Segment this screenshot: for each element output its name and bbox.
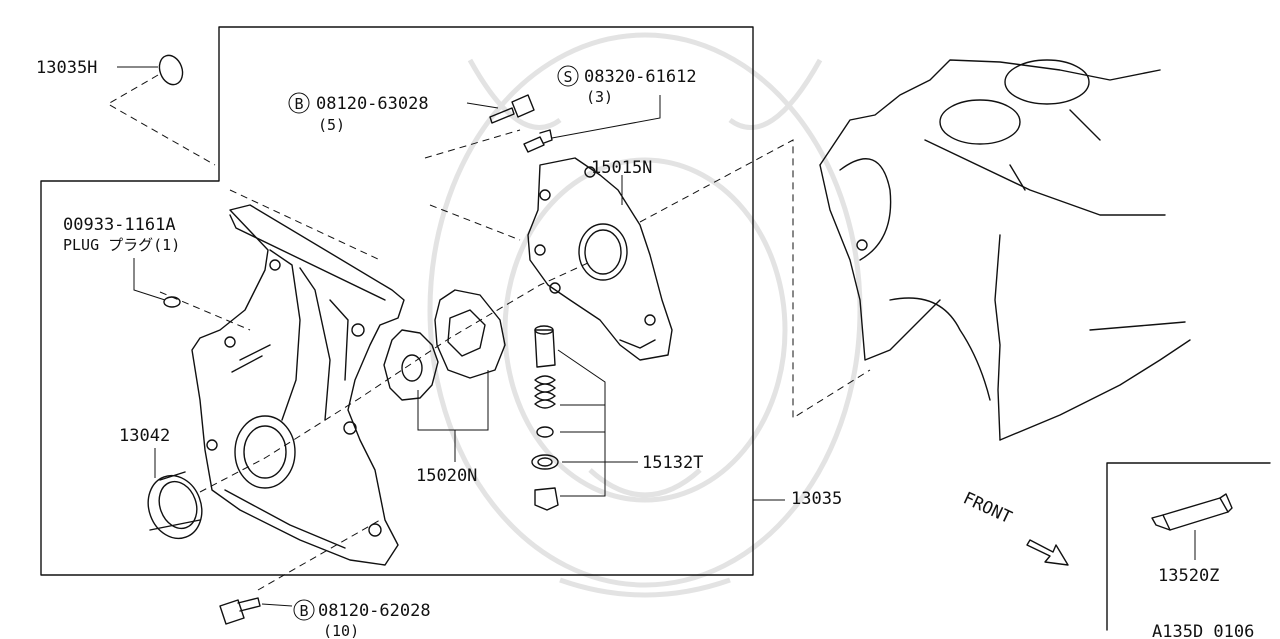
- seal-13035h-icon: [158, 54, 184, 86]
- label-plug: PLUG プラグ(1): [63, 236, 180, 254]
- label-08120-62028: 08120-62028: [318, 601, 431, 621]
- plug-00933-icon: [163, 296, 181, 308]
- label-00933-1161a: 00933-1161A: [63, 215, 176, 235]
- label-13035h: 13035H: [36, 58, 97, 78]
- liquid-gasket-13520z-icon: [1151, 493, 1233, 531]
- label-13042: 13042: [119, 426, 170, 446]
- screw-08320-61612-icon: [523, 129, 553, 153]
- bracket-15132t: [557, 349, 638, 497]
- label-08320-61612-qty: (3): [586, 88, 613, 106]
- screw-symbol-s-icon: S: [557, 65, 579, 87]
- leader-08120-63028: [466, 102, 499, 109]
- leader-08320-61612: [551, 95, 661, 139]
- inset-frame: [1106, 462, 1271, 631]
- assembly-dashed-lines: [106, 74, 871, 591]
- label-13035: 13035: [791, 489, 842, 509]
- pump-cover-15015n-icon: [527, 157, 673, 361]
- label-15015n: 15015N: [591, 158, 652, 178]
- bolt-08120-63028-icon: [489, 94, 535, 124]
- svg-text:B: B: [299, 602, 308, 620]
- bolt-symbol-b-icon: B: [288, 92, 310, 114]
- label-front: FRONT: [960, 488, 1015, 528]
- label-08120-63028-qty: (5): [318, 116, 345, 134]
- oil-seal-13042-icon: [147, 471, 203, 540]
- leader-08120-62028: [261, 603, 293, 607]
- label-13520z: 13520Z: [1158, 566, 1219, 586]
- leader-plug: [133, 258, 166, 301]
- front-arrow-icon: [1026, 539, 1069, 566]
- bolt-08120-62028-icon: [219, 597, 261, 625]
- bolt-symbol-b-lower-icon: B: [293, 599, 315, 621]
- label-08120-63028: 08120-63028: [316, 94, 429, 114]
- label-08320-61612: 08320-61612: [584, 67, 697, 87]
- bracket-15020n: [417, 370, 489, 462]
- engine-block-icon: [819, 59, 1191, 441]
- assembly-frame: [40, 26, 754, 576]
- label-15132t: 15132T: [642, 453, 703, 473]
- front-cover-13035-icon: [191, 204, 405, 566]
- relief-valve-15132t-icon: [531, 325, 559, 511]
- diagram-code: A135D 0106: [1152, 622, 1254, 639]
- pump-rotors-15020n-icon: [383, 289, 506, 401]
- label-15020n: 15020N: [416, 466, 477, 486]
- watermark-emblem-icon: [427, 32, 863, 598]
- svg-text:B: B: [294, 95, 303, 113]
- label-08120-62028-qty: (10): [323, 622, 359, 639]
- svg-text:S: S: [563, 68, 572, 86]
